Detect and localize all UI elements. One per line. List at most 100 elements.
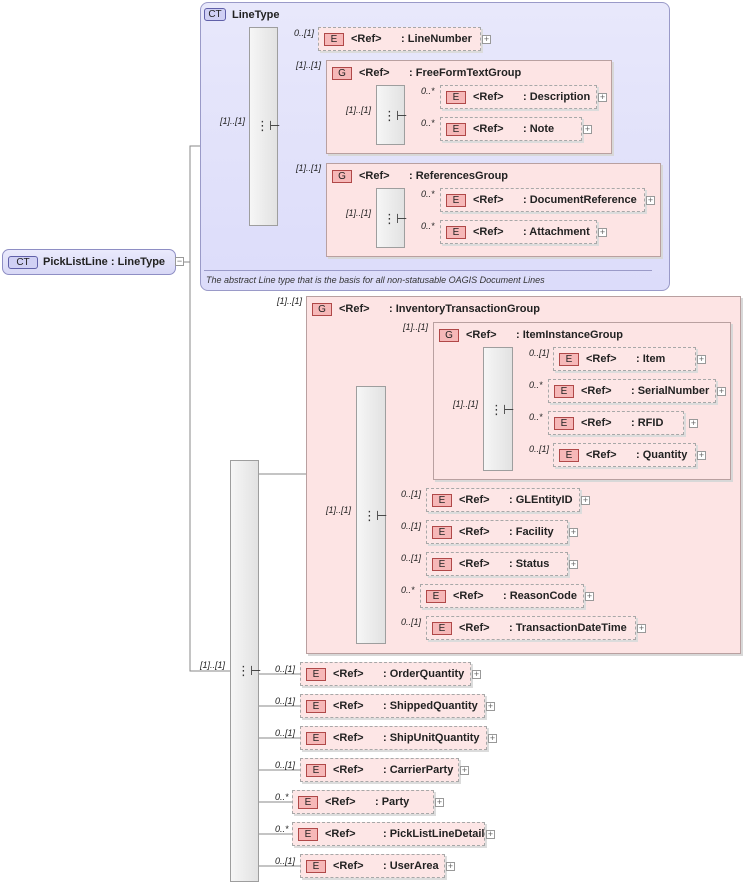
plus-icon[interactable]: +	[585, 591, 594, 601]
element-icon: E	[306, 732, 326, 745]
plus-icon[interactable]: +	[689, 418, 698, 428]
group-name: : InventoryTransactionGroup	[389, 303, 540, 315]
element-line-number[interactable]: E <Ref> : LineNumber	[318, 27, 481, 51]
element-reason-code[interactable]: E <Ref> : ReasonCode	[420, 584, 584, 608]
element-party[interactable]: E <Ref> : Party	[292, 790, 434, 814]
element-serial-number[interactable]: E <Ref> : SerialNumber	[548, 379, 716, 403]
plus-icon[interactable]: +	[598, 227, 607, 237]
element-description[interactable]: E <Ref> : Description	[440, 85, 597, 109]
plus-icon[interactable]: +	[697, 450, 706, 460]
cardinality: 0..[1]	[401, 553, 422, 563]
cardinality: [1]..[1]	[453, 399, 479, 409]
cardinality: [1]..[1]	[200, 660, 226, 670]
element-transaction-date-time[interactable]: E <Ref> : TransactionDateTime	[426, 616, 636, 640]
element-icon: E	[446, 194, 466, 207]
ref-label: <Ref>	[459, 622, 490, 634]
sequence-icon: ⋮⊢	[256, 118, 281, 133]
ref-label: <Ref>	[581, 417, 612, 429]
cardinality: 0..*	[275, 824, 289, 834]
ref-label: <Ref>	[359, 67, 390, 79]
plus-icon[interactable]: +	[569, 559, 578, 569]
element-name: : ShippedQuantity	[383, 700, 478, 712]
ref-label: <Ref>	[351, 33, 382, 45]
element-name: : Quantity	[636, 449, 688, 461]
sequence-bar[interactable]	[376, 188, 405, 248]
plus-icon[interactable]: +	[486, 701, 495, 711]
plus-icon[interactable]: +	[472, 669, 481, 679]
element-rfid[interactable]: E <Ref> : RFID	[548, 411, 684, 435]
element-item[interactable]: E <Ref> : Item	[553, 347, 696, 371]
note-divider	[204, 270, 652, 271]
plus-icon[interactable]: +	[581, 495, 590, 505]
cardinality: 0..*	[529, 412, 543, 422]
ref-label: <Ref>	[473, 123, 504, 135]
sequence-bar[interactable]	[356, 386, 386, 644]
sequence-bar[interactable]	[376, 85, 405, 145]
element-name: : OrderQuantity	[383, 668, 465, 680]
element-name: : Description	[523, 91, 591, 103]
linetype-title: LineType	[232, 9, 280, 21]
cardinality: 0..[1]	[275, 760, 296, 770]
plus-icon[interactable]: +	[486, 829, 495, 839]
cardinality: 0..*	[401, 585, 415, 595]
group-name: : ItemInstanceGroup	[516, 329, 623, 341]
plus-icon[interactable]: +	[460, 765, 469, 775]
ref-label: <Ref>	[339, 303, 370, 315]
element-user-area[interactable]: E <Ref> : UserArea	[300, 854, 445, 878]
ref-label: <Ref>	[586, 449, 617, 461]
element-icon: E	[446, 226, 466, 239]
sequence-icon: ⋮⊢	[383, 108, 408, 123]
plus-icon[interactable]: +	[598, 92, 607, 102]
element-shipped-quantity[interactable]: E <Ref> : ShippedQuantity	[300, 694, 485, 718]
sequence-bar[interactable]	[483, 347, 513, 471]
plus-icon[interactable]: +	[583, 124, 592, 134]
element-name: : Note	[523, 123, 555, 135]
plus-icon[interactable]: +	[637, 623, 646, 633]
element-status[interactable]: E <Ref> : Status	[426, 552, 568, 576]
element-carrier-party[interactable]: E <Ref> : CarrierParty	[300, 758, 459, 782]
cardinality: 0..[1]	[275, 664, 296, 674]
ref-label: <Ref>	[325, 796, 356, 808]
plus-icon[interactable]: −	[175, 256, 184, 266]
sequence-bar[interactable]	[230, 460, 259, 882]
cardinality: [1]..[1]	[220, 116, 246, 126]
ref-label: <Ref>	[325, 828, 356, 840]
element-name: : UserArea	[383, 860, 439, 872]
element-order-quantity[interactable]: E <Ref> : OrderQuantity	[300, 662, 471, 686]
element-ship-unit-quantity[interactable]: E <Ref> : ShipUnitQuantity	[300, 726, 487, 750]
sequence-bar[interactable]	[249, 27, 278, 226]
root-complex-type[interactable]: CT PickListLine : LineType	[2, 249, 176, 275]
element-name: : Facility	[509, 526, 554, 538]
ref-label: <Ref>	[459, 494, 490, 506]
plus-icon[interactable]: +	[488, 733, 497, 743]
element-icon: E	[432, 558, 452, 571]
cardinality: 0..[1]	[294, 28, 315, 38]
element-name: : Status	[509, 558, 550, 570]
element-document-reference[interactable]: E <Ref> : DocumentReference	[440, 188, 645, 212]
element-facility[interactable]: E <Ref> : Facility	[426, 520, 568, 544]
element-gl-entity-id[interactable]: E <Ref> : GLEntityID	[426, 488, 580, 512]
ref-label: <Ref>	[459, 558, 490, 570]
group-name: : FreeFormTextGroup	[409, 67, 522, 79]
plus-icon[interactable]: +	[646, 195, 655, 205]
plus-icon[interactable]: +	[482, 34, 491, 44]
sequence-icon: ⋮⊢	[237, 663, 262, 678]
element-quantity[interactable]: E <Ref> : Quantity	[553, 443, 696, 467]
ref-label: <Ref>	[333, 732, 364, 744]
element-icon: E	[298, 828, 318, 841]
element-name: : Party	[375, 796, 410, 808]
cardinality: 0..[1]	[401, 521, 422, 531]
group-name: : ReferencesGroup	[409, 170, 509, 182]
plus-icon[interactable]: +	[717, 386, 726, 396]
element-name: : DocumentReference	[523, 194, 637, 206]
element-icon: E	[559, 449, 579, 462]
plus-icon[interactable]: +	[569, 527, 578, 537]
element-note[interactable]: E <Ref> : Note	[440, 117, 582, 141]
plus-icon[interactable]: +	[697, 354, 706, 364]
element-pick-list-line-detail[interactable]: E <Ref> : PickListLineDetail	[292, 822, 485, 846]
plus-icon[interactable]: +	[446, 861, 455, 871]
group-icon: G	[439, 329, 459, 342]
cardinality: 0..*	[421, 221, 435, 231]
element-attachment[interactable]: E <Ref> : Attachment	[440, 220, 597, 244]
plus-icon[interactable]: +	[435, 797, 444, 807]
